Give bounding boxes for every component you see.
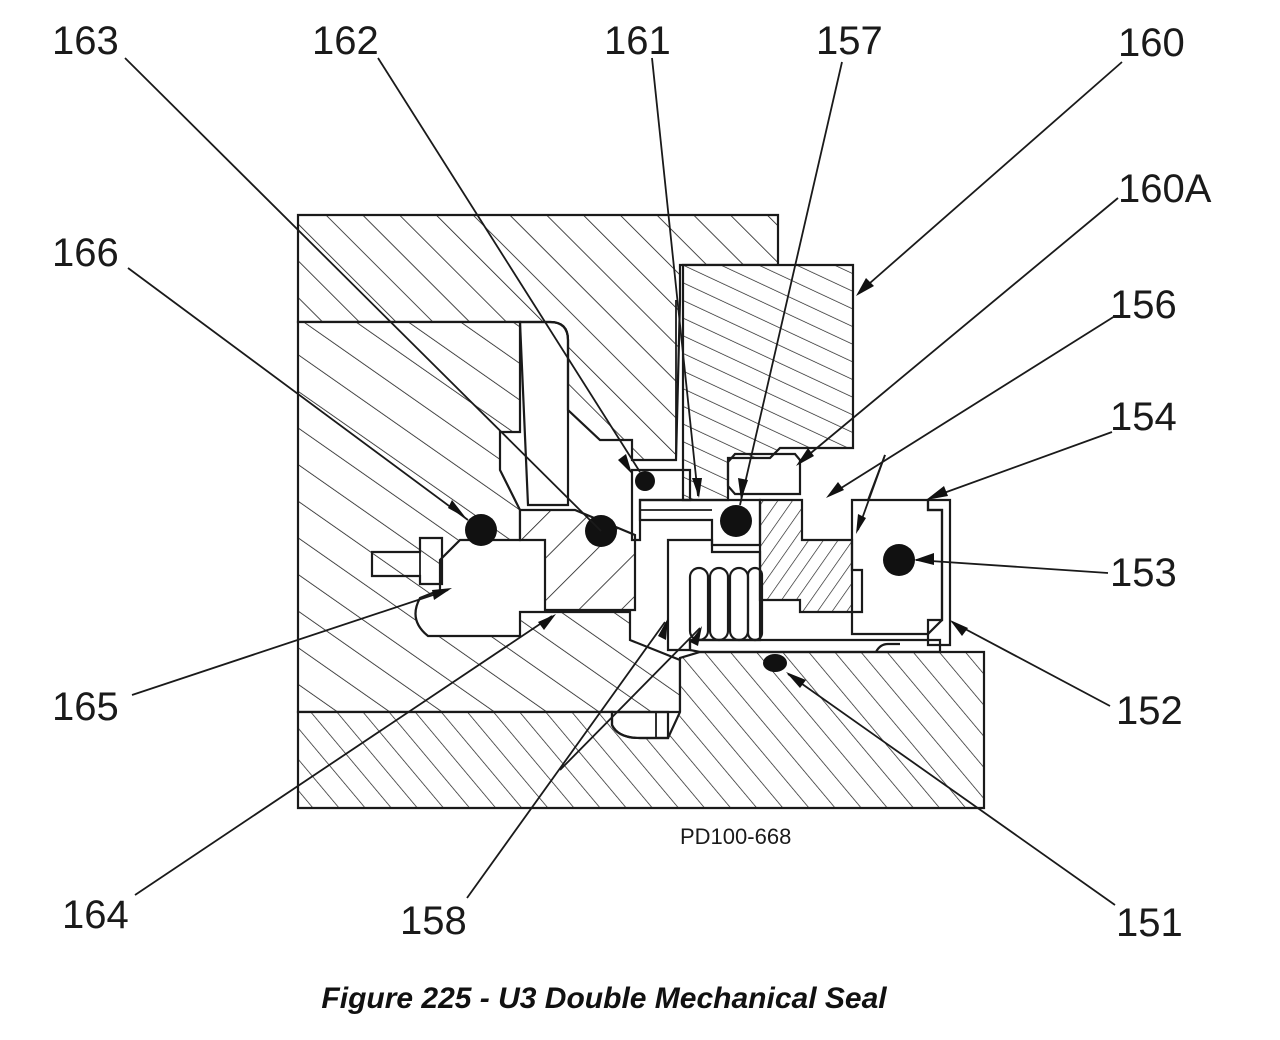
leader-157 <box>739 61 843 506</box>
arrow-161 <box>692 478 702 498</box>
drawing-number: PD100-668 <box>680 824 791 849</box>
arrow-153 <box>914 553 934 565</box>
leader-165 <box>131 589 449 696</box>
stationary-seat <box>758 498 854 614</box>
o-ring-166 <box>465 514 497 546</box>
arrowheads <box>432 278 968 688</box>
end-plate <box>926 498 952 647</box>
leader-161 <box>651 57 699 497</box>
callout-163: 163 <box>52 19 119 63</box>
callout-161: 161 <box>604 19 671 63</box>
callout-153: 153 <box>1110 551 1177 595</box>
arrow-152 <box>950 620 968 636</box>
callout-162: 162 <box>312 19 379 63</box>
callout-164: 164 <box>62 893 129 937</box>
o-ring-157 <box>720 505 752 537</box>
inner-sleeve-channel <box>518 320 570 507</box>
arrow-160 <box>856 278 874 296</box>
inner-retainer <box>630 468 692 542</box>
arrow-158b <box>690 626 702 646</box>
callout-154: 154 <box>1110 395 1177 439</box>
callout-160a: 160A <box>1118 167 1212 211</box>
arrow-156b <box>856 514 866 534</box>
leader-160a <box>799 197 1119 463</box>
o-ring-162 <box>635 471 655 491</box>
spring-3 <box>728 566 750 642</box>
set-screw <box>370 536 444 586</box>
leader-158a <box>466 621 666 899</box>
leader-163 <box>124 57 602 532</box>
o-ring-151 <box>763 654 787 672</box>
leader-156a <box>829 315 1116 496</box>
leader-160 <box>861 61 1123 291</box>
callout-166: 166 <box>52 231 119 275</box>
arrow-162 <box>618 454 632 474</box>
spring-2 <box>708 566 730 642</box>
sleeve-groove <box>875 642 900 653</box>
callout-156: 156 <box>1110 283 1177 327</box>
arrow-160a <box>796 448 814 466</box>
arrow-158a <box>658 618 668 640</box>
callout-165: 165 <box>52 685 119 729</box>
drive-pin <box>726 452 802 496</box>
callout-158: 158 <box>400 899 467 943</box>
shaft-sleeve <box>688 638 942 654</box>
callout-labels: 163 162 161 157 160 160A 166 156 154 153… <box>52 19 1212 945</box>
arrow-166 <box>448 500 466 518</box>
arrow-157 <box>738 478 748 500</box>
leader-154 <box>929 431 1113 499</box>
leader-164 <box>134 615 553 896</box>
leader-156c <box>867 454 886 501</box>
o-ring-153 <box>883 544 915 576</box>
spring-housing <box>666 538 762 652</box>
arrow-164 <box>538 614 556 630</box>
figure-caption: Figure 225 - U3 Double Mechanical Seal <box>321 982 887 1015</box>
arrow-156 <box>826 482 844 498</box>
leader-162 <box>377 57 641 473</box>
leader-166 <box>127 267 469 521</box>
shaft-step <box>610 710 670 740</box>
arrow-165 <box>432 588 452 600</box>
leader-151 <box>787 673 1116 906</box>
callout-160: 160 <box>1118 21 1185 65</box>
rotating-collar <box>518 508 637 612</box>
leader-153 <box>915 559 1109 574</box>
callout-152: 152 <box>1116 689 1183 733</box>
arrow-151 <box>786 672 806 688</box>
callout-157: 157 <box>816 19 883 63</box>
callout-151: 151 <box>1116 901 1183 945</box>
cross-section-drawing <box>296 213 986 810</box>
leader-152 <box>951 621 1111 707</box>
leader-lines <box>124 57 1123 906</box>
arrow-154 <box>926 486 948 500</box>
leader-158b <box>559 627 701 771</box>
